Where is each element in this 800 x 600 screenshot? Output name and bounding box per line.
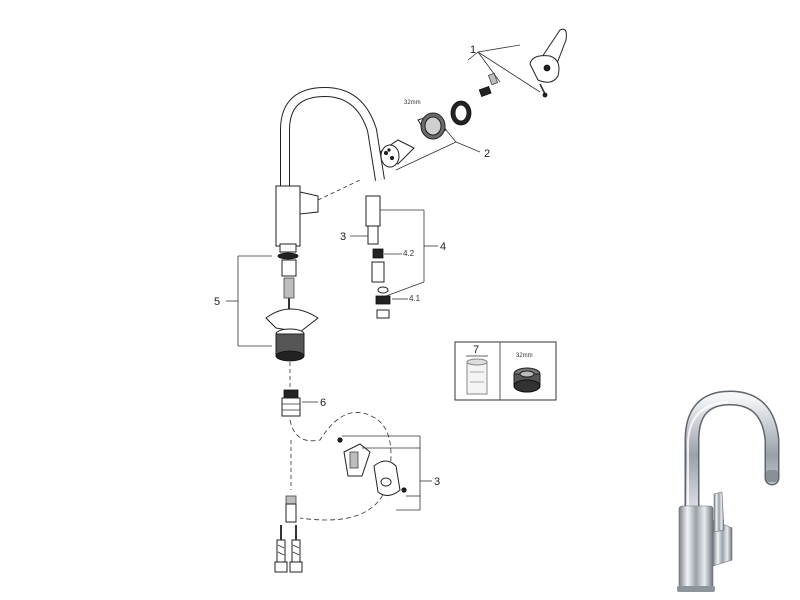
mounting-nut xyxy=(275,328,305,362)
bracket-3-bottom xyxy=(342,435,432,511)
callout-3-bottom: 3 xyxy=(434,476,440,488)
bracket-5 xyxy=(226,255,272,347)
handle-screw xyxy=(539,83,548,98)
spray-hose-end xyxy=(365,195,381,245)
supply-hoses xyxy=(274,525,303,573)
stem-adapter xyxy=(478,72,499,97)
spray-connector xyxy=(372,248,384,259)
callout-4-1: 4.1 xyxy=(409,294,421,303)
cartridge-ring xyxy=(450,100,472,126)
callout-4: 4 xyxy=(440,241,446,253)
callout-3-top: 3 xyxy=(340,231,346,243)
mounting-washer xyxy=(265,308,319,333)
hose-end-connector xyxy=(285,495,297,523)
callout-6: 6 xyxy=(320,397,326,409)
hose-routing-dashed xyxy=(289,412,392,521)
spare-parts-inset xyxy=(454,341,557,401)
cartridge-nut xyxy=(417,112,447,140)
cartridge xyxy=(379,139,415,168)
bracket-4 xyxy=(380,209,438,297)
callout-7: 7 xyxy=(473,344,479,356)
hose-clip-upper xyxy=(337,437,371,477)
hose-quick-connector xyxy=(281,389,301,417)
faucet-body xyxy=(275,185,319,253)
handle-lever xyxy=(529,28,567,83)
mounting-shank xyxy=(277,252,299,312)
inset-aerator-size-label: 32mm xyxy=(516,353,533,359)
callout-2-leaders xyxy=(395,129,481,171)
callout-4-2: 4.2 xyxy=(403,249,415,258)
hose-weight xyxy=(373,460,407,496)
callout-2: 2 xyxy=(484,148,490,160)
faucet-product-image xyxy=(677,390,780,592)
callout-1: 1 xyxy=(470,44,476,56)
callout-1-leaders xyxy=(467,44,541,93)
callout-5: 5 xyxy=(214,296,220,308)
aerator-parts-4-1 xyxy=(375,286,391,319)
cartridge-nut-size-label: 32mm xyxy=(404,100,421,106)
spray-sleeve xyxy=(371,261,385,283)
faucet-spout xyxy=(280,86,385,190)
